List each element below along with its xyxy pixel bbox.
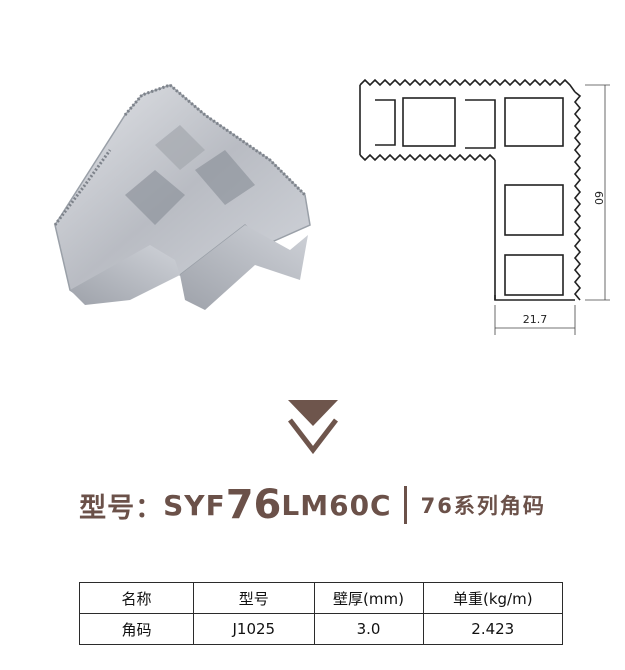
table-header-cell: 名称 xyxy=(78,582,195,614)
table-cell: 2.423 xyxy=(422,613,564,645)
model-prefix: 型号： xyxy=(79,492,164,524)
table-row: 角码 J1025 3.0 2.423 xyxy=(78,613,564,645)
width-dimension-label: 21.7 xyxy=(523,313,548,326)
model-code-part2: 76 xyxy=(225,482,282,528)
down-arrow-icon xyxy=(288,400,338,454)
model-code-part3: LM60C xyxy=(281,488,392,522)
table-header-cell: 型号 xyxy=(193,582,315,614)
table-header-cell: 壁厚(mm) xyxy=(313,582,424,614)
product-photo xyxy=(53,83,311,310)
profile-cross-section-drawing: 60 21.7 xyxy=(359,78,610,335)
title-separator xyxy=(403,486,407,524)
table-cell: J1025 xyxy=(193,613,315,645)
model-title: 型号： SYF 76 LM60C 76系列角码 xyxy=(0,480,625,530)
series-name: 76系列角码 xyxy=(420,494,546,518)
spec-table: 名称 型号 壁厚(mm) 单重(kg/m) 角码 J1025 3.0 2.423 xyxy=(78,582,564,645)
table-cell: 3.0 xyxy=(313,613,424,645)
height-dimension-label: 60 xyxy=(592,191,605,205)
model-code-part1: SYF xyxy=(163,488,226,522)
table-header-row: 名称 型号 壁厚(mm) 单重(kg/m) xyxy=(78,582,564,614)
table-header-cell: 单重(kg/m) xyxy=(422,582,564,614)
table-cell: 角码 xyxy=(78,613,195,645)
